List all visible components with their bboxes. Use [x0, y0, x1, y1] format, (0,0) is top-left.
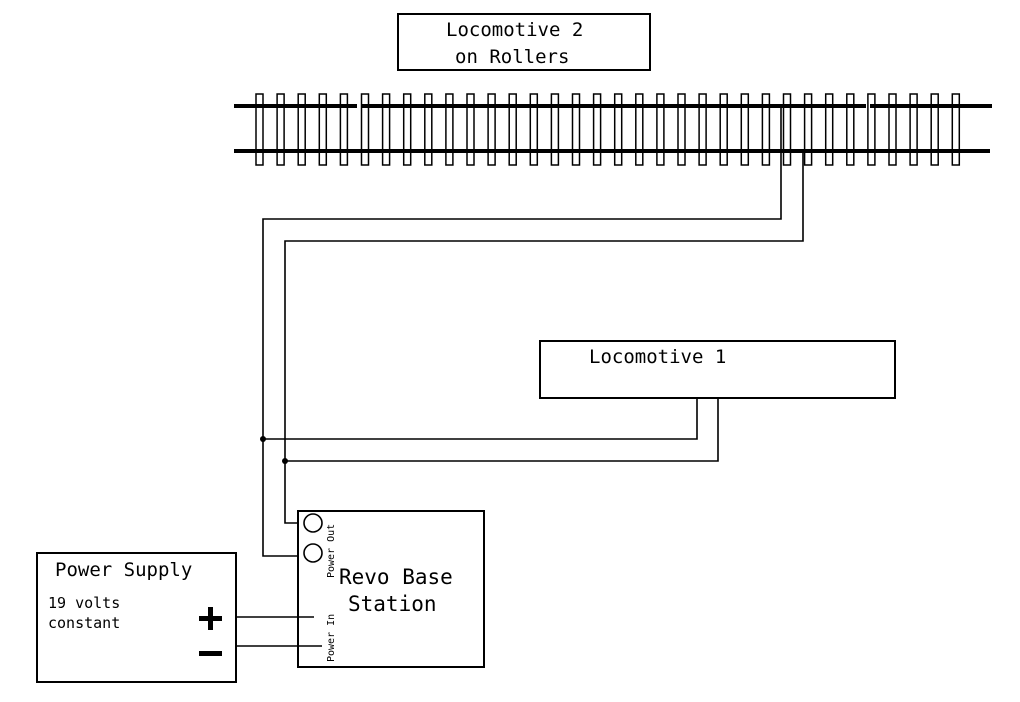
track-tie — [402, 93, 412, 166]
track-feeder-wires — [262, 106, 804, 557]
base-station-label-line1: Revo Base — [339, 565, 453, 589]
track-tie — [318, 93, 328, 166]
track-tie — [930, 93, 939, 166]
track-tie — [255, 93, 264, 166]
locomotive-2-label-line1: Locomotive 2 — [446, 19, 583, 41]
track-ties — [255, 93, 961, 166]
power-out-terminal — [303, 513, 323, 533]
plus-icon — [199, 607, 222, 630]
track-tie — [381, 93, 391, 166]
wire-loco1-b — [285, 398, 719, 462]
track-tie — [656, 93, 665, 166]
power-out-label: Power Out — [326, 524, 337, 578]
wire-loco1-a — [263, 398, 698, 440]
track-tie — [487, 93, 496, 166]
power-supply: Power Supply 19 volts constant — [36, 552, 237, 683]
track-tie — [592, 93, 602, 166]
track-tie — [951, 93, 961, 166]
power-supply-spec-line2: constant — [48, 614, 120, 632]
track-tie — [508, 93, 517, 166]
track-tie — [803, 93, 813, 166]
track-tie — [824, 93, 834, 166]
power-wires — [236, 616, 322, 647]
junction-dot — [282, 458, 288, 464]
locomotive-1-wires — [263, 398, 719, 462]
track-tie — [698, 93, 707, 166]
track-tie — [761, 93, 771, 166]
track-tie — [466, 93, 475, 166]
base-station-label-line2: Station — [348, 592, 437, 616]
track-tie — [339, 93, 349, 166]
track-tie — [550, 93, 560, 166]
power-out-terminal — [303, 543, 323, 563]
track-tie — [719, 93, 728, 166]
locomotive-2-label-line2: on Rollers — [455, 46, 569, 68]
track-tie — [909, 93, 918, 166]
track-tie — [276, 93, 285, 166]
power-supply-spec-line1: 19 volts — [48, 594, 120, 612]
track-tie — [846, 93, 855, 166]
locomotive-2-box: Locomotive 2 on Rollers — [397, 13, 651, 71]
wire-rail-b — [284, 151, 804, 524]
revo-base-station: Power Out Power In Revo Base Station — [297, 510, 485, 668]
track-tie — [635, 93, 644, 166]
minus-icon — [199, 651, 222, 656]
locomotive-1-box: Locomotive 1 — [539, 340, 896, 399]
track-tie — [613, 93, 623, 166]
track-tie — [740, 93, 750, 166]
track-tie — [424, 93, 433, 166]
junction-dot — [260, 436, 266, 442]
track-tie — [297, 93, 306, 166]
track-tie — [360, 93, 370, 166]
track-tie — [888, 93, 897, 166]
track-tie — [677, 93, 686, 166]
track-tie — [782, 93, 792, 166]
wire-rail-a — [262, 106, 782, 557]
power-in-label: Power In — [326, 614, 337, 662]
power-supply-title: Power Supply — [55, 559, 192, 581]
track — [234, 93, 992, 166]
track-tie — [445, 93, 454, 166]
track-tie — [867, 93, 876, 166]
track-tie — [571, 93, 581, 166]
track-tie — [529, 93, 539, 166]
locomotive-1-label: Locomotive 1 — [589, 346, 726, 368]
